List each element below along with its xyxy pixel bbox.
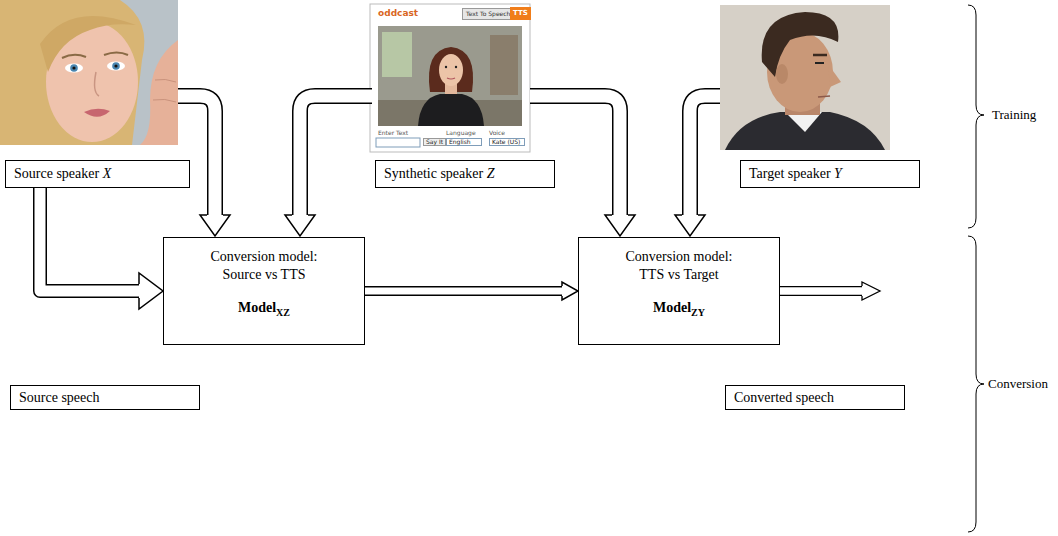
speech-label-box: Converted speech [725,385,905,410]
box-text: Synthetic speaker Z [384,165,494,183]
box-text: Conversion model: Source vs TTS [200,248,328,283]
hollow-arrow-connector [40,188,163,309]
button-text: TTS [510,7,531,20]
conversion-model-box: Conversion model: Source vs TTS ModelXZ [163,237,365,345]
subscript: ZY [691,307,705,318]
arrow-head-outline [139,273,163,309]
model-name: ModelXZ [238,299,290,319]
connector-line [365,288,564,295]
model-name: ModelZY [653,299,705,319]
field-label: Language [446,130,476,136]
field-label: Voice [489,130,505,136]
conversion-brace [968,236,984,532]
output-arrow [780,282,880,300]
conversion-model-box: Conversion model: TTS vs TargetModelZY [578,237,780,345]
training-brace [968,5,984,228]
logo-text: oddcast [378,9,418,18]
field-label: Enter Text [378,130,408,136]
box-text: Conversion model: TTS vs Target [615,248,743,283]
button-text: Say It [423,138,446,146]
speaker-label-box: Target speaker Y [740,160,920,188]
phase-label: Training [992,108,1036,121]
source-speaker-photo [0,0,178,145]
subscript: XZ [276,307,290,318]
speaker-label-box: Source speaker X [5,160,190,188]
connector-line [40,188,141,291]
select-text: English [446,138,482,146]
tts-screenshot [370,4,530,152]
box-text: Source speech [19,389,99,407]
box-text: Converted speech [734,389,834,407]
arrow-head [562,282,578,300]
speaker-label-box: Synthetic speaker Z [375,160,555,188]
hollow-arrow-connector [365,282,578,300]
speech-label-box: Source speech [10,385,200,410]
button-text: Text To Speech [462,8,514,20]
box-text: Source speaker X [14,165,111,183]
training-arrow [675,96,720,236]
training-arrow [285,96,372,236]
arrow-head [139,273,163,309]
connector-line [40,188,139,291]
select-text: Kate (US) [489,138,525,146]
target-speaker-photo [720,5,890,150]
variable-letter: X [103,166,112,181]
arrow-head-outline [562,282,578,300]
box-text: Target speaker Y [749,165,842,183]
variable-letter: Z [487,166,495,181]
variable-letter: Y [834,166,842,181]
phase-label: Conversion [988,377,1048,390]
